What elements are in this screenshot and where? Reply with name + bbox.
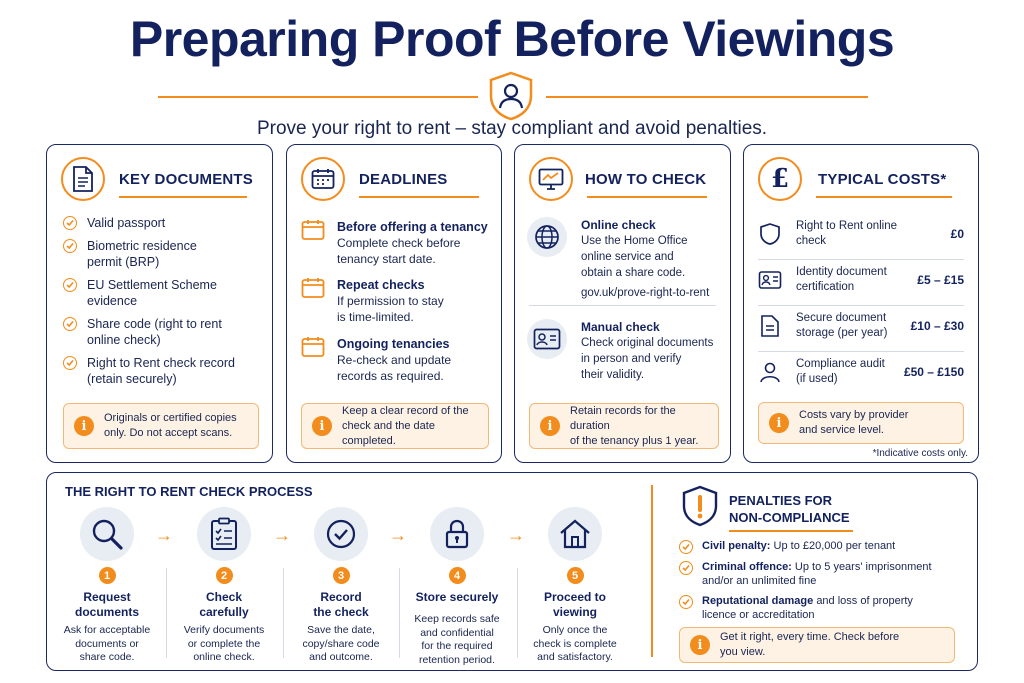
step-number: 1 <box>98 567 116 584</box>
list-item: Civil penalty: Up to £20,000 per tenant <box>679 539 979 554</box>
page-title: Preparing Proof Before Viewings <box>129 11 895 67</box>
arrow-right-icon: → <box>389 525 407 545</box>
info-icon: i <box>312 416 332 436</box>
pound-icon: £ <box>758 157 802 201</box>
check-icon <box>679 595 693 609</box>
step-number: 5 <box>566 567 584 584</box>
list-item: Valid passport <box>63 215 263 231</box>
check-icon <box>679 561 693 575</box>
calendar-icon <box>301 220 325 240</box>
check-icon <box>63 356 77 370</box>
gov-link[interactable]: gov.uk/prove-right-to-rent <box>581 287 710 299</box>
typical-costs-title: TYPICAL COSTS* <box>818 170 947 188</box>
lock-icon <box>430 507 484 561</box>
calendar-icon <box>301 337 325 357</box>
title-divider-right <box>546 96 868 98</box>
cost-value: £50 – £150 <box>903 365 964 379</box>
warning-shield-icon <box>682 485 718 527</box>
check-icon <box>63 216 77 230</box>
calendar-icon <box>301 157 345 201</box>
cost-row: Compliance audit(if used) £50 – £150 <box>758 357 964 387</box>
info-icon: i <box>540 416 560 436</box>
key-documents-card: KEY DOCUMENTS Valid passport Biometric r… <box>46 144 273 463</box>
calendar-icon <box>301 278 325 298</box>
penalties-note: i Get it right, every time. Check before… <box>679 627 955 663</box>
process-card: THE RIGHT TO RENT CHECK PROCESS 1 Reques… <box>46 472 978 671</box>
step-number: 2 <box>215 567 233 584</box>
info-icon: i <box>769 413 789 433</box>
list-item: Right to Rent check record(retain secure… <box>63 355 263 387</box>
house-icon <box>548 507 602 561</box>
list-item: Reputational damage and loss of property… <box>679 594 979 622</box>
cost-value: £10 – £30 <box>910 319 964 333</box>
step-number: 4 <box>448 567 466 584</box>
check-icon <box>63 317 77 331</box>
check-icon <box>63 239 77 253</box>
costs-footnote: *Indicative costs only. <box>872 448 968 459</box>
user-shield-icon <box>489 71 533 121</box>
key-documents-title: KEY DOCUMENTS <box>119 170 254 188</box>
step-number: 3 <box>332 567 350 584</box>
penalties-list: Civil penalty: Up to £20,000 per tenant … <box>679 539 979 628</box>
how-to-check-title: HOW TO CHECK <box>585 170 707 188</box>
deadlines-title: DEADLINES <box>359 170 448 188</box>
monitor-icon <box>529 157 573 201</box>
arrow-right-icon: → <box>273 525 291 545</box>
title-divider-left <box>158 96 478 98</box>
arrow-right-icon: → <box>155 525 173 545</box>
cost-value: £5 – £15 <box>917 273 964 287</box>
check-icon <box>679 540 693 554</box>
info-icon: i <box>690 635 710 655</box>
info-icon: i <box>74 416 94 436</box>
person-icon <box>760 362 780 383</box>
how-to-check-card: HOW TO CHECK Online check Use the Home O… <box>514 144 731 463</box>
id-card-icon <box>527 319 567 359</box>
list-item: Criminal offence: Up to 5 years' impriso… <box>679 560 979 588</box>
arrow-right-icon: → <box>507 525 525 545</box>
check-icon <box>63 278 77 292</box>
check-circle-icon <box>314 507 368 561</box>
clipboard-icon <box>197 507 251 561</box>
globe-icon <box>527 217 567 257</box>
document-icon <box>761 315 779 337</box>
id-card-icon <box>758 271 782 289</box>
document-icon <box>61 157 105 201</box>
page-subtitle: Prove your right to rent – stay complian… <box>256 118 768 139</box>
cost-value: £0 <box>950 227 964 241</box>
process-title: THE RIGHT TO RENT CHECK PROCESS <box>65 484 313 499</box>
shield-icon <box>760 223 780 245</box>
magnifier-icon <box>80 507 134 561</box>
